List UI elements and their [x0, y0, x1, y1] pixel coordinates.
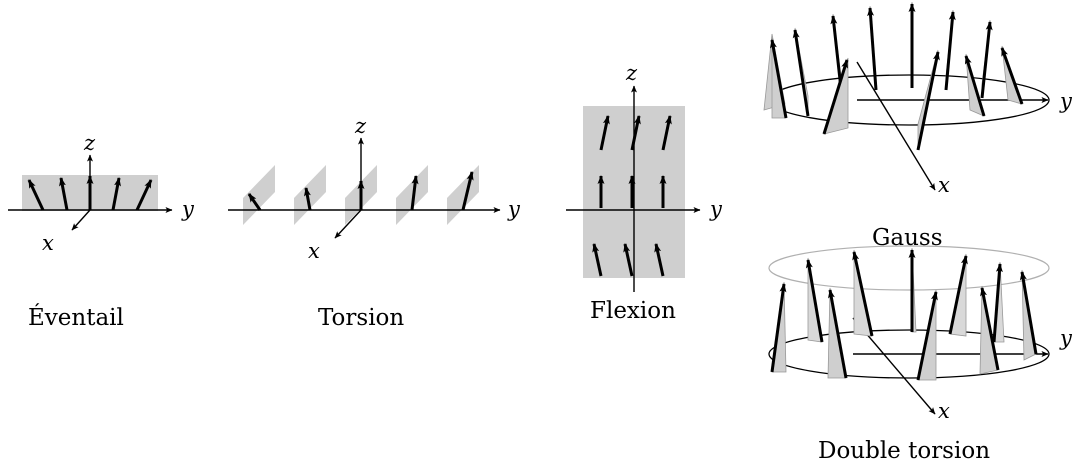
eventail-x-label: x [42, 231, 54, 255]
torsion-y-label: y [507, 197, 521, 221]
flexion-arrow [592, 243, 603, 277]
torsion-arrow [303, 187, 312, 211]
flexion-arrow [654, 243, 665, 277]
gauss-arrow [980, 21, 993, 99]
eventail-x-axis [71, 209, 91, 231]
flexion-caption: Flexion [590, 298, 676, 324]
double-torsion-x-label: x [938, 399, 950, 423]
eventail-z-label: z [83, 131, 96, 155]
double-torsion-y-label: y [1059, 326, 1073, 350]
torsion-caption: Torsion [318, 305, 404, 331]
torsion-plane [294, 165, 326, 225]
torsion-arrow [461, 171, 474, 211]
double-torsion-arrow [948, 255, 968, 335]
eventail-caption: Éventail [28, 304, 124, 331]
double-torsion-arrow [1019, 271, 1038, 355]
torsion-arrow [247, 193, 262, 211]
gauss-arrow [769, 39, 788, 119]
torsion-x-label: x [308, 239, 320, 263]
flexion-arrow [630, 115, 641, 151]
double-torsion-bottom-ring [768, 329, 1050, 379]
torsion-plane [243, 165, 275, 225]
eventail-arrow [59, 177, 69, 211]
double-torsion-arrow [770, 283, 787, 373]
gauss-arrow [944, 11, 956, 91]
gauss-y-label: y [1059, 89, 1073, 113]
gauss-arrow [822, 59, 849, 135]
double-torsion-arrow [916, 291, 938, 381]
double-torsion-arrow [980, 287, 1000, 371]
torsion-arrow [410, 175, 419, 211]
gauss-arrow [792, 29, 810, 117]
gauss-arrow [1000, 47, 1024, 105]
gauss-caption: Gauss [872, 225, 943, 251]
eventail-arrow [111, 177, 121, 211]
gauss-diagram: y x Gauss [763, 2, 1073, 251]
double-torsion-top-ring [768, 245, 1050, 291]
flexion-y-label: y [709, 197, 723, 221]
gauss-arrow [867, 7, 878, 91]
torsion-plane [396, 165, 428, 225]
double-torsion-arrow [805, 259, 824, 343]
double-torsion-diagram: y x Double torsion [768, 245, 1073, 464]
eventail-y-label: y [181, 197, 195, 221]
eventail-arrow [135, 179, 153, 211]
eventail-diagram: z y x Éventail [8, 131, 195, 331]
torsion-z-label: z [354, 114, 367, 138]
flexion-diagram: z y Flexion [566, 61, 723, 324]
gauss-arrow [916, 51, 940, 151]
gauss-x-axis [856, 61, 936, 191]
flexion-z-label: z [625, 61, 638, 85]
eventail-arrow [27, 179, 45, 211]
gauss-x-label: x [938, 173, 950, 197]
flexion-arrow [623, 243, 634, 277]
double-torsion-arrow [852, 251, 874, 337]
gauss-arrow [964, 55, 986, 117]
torsion-x-axis [334, 209, 362, 239]
double-torsion-arrow [827, 289, 848, 379]
torsion-diagram: z y x Torsion [228, 114, 521, 331]
double-torsion-caption: Double torsion [818, 438, 990, 464]
torsion-plane [447, 165, 479, 225]
double-torsion-arrow [992, 263, 1003, 343]
flexion-arrow [661, 115, 672, 151]
flexion-arrow [599, 115, 610, 151]
